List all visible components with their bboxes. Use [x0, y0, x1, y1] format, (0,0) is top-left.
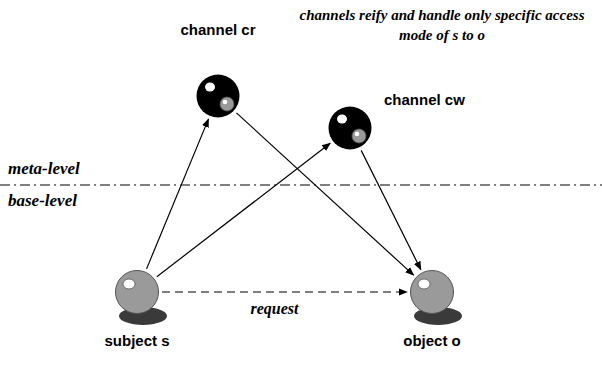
sphere-shape	[410, 270, 454, 314]
entity-sphere: subject s	[115, 270, 159, 314]
node-label: channel cw	[384, 91, 465, 108]
node-label: channel cr	[180, 21, 255, 38]
level-label: base-level	[8, 190, 128, 212]
dash-dot-line	[0, 185, 602, 186]
access-arrow	[157, 143, 330, 276]
edge-label: request	[248, 300, 302, 318]
entity-sphere: object o	[410, 270, 454, 314]
access-arrow	[361, 150, 421, 269]
sphere-shape	[328, 106, 372, 150]
channel-sphere: channel cw	[328, 106, 372, 150]
note-text: channels reify and handle only specific …	[292, 6, 592, 45]
access-arrow	[147, 119, 209, 269]
node-label: object o	[403, 332, 461, 349]
request-arrow	[162, 291, 407, 292]
sphere-shape	[115, 270, 159, 314]
node-label: subject s	[104, 332, 169, 349]
level-label: meta-level	[8, 158, 128, 180]
access-arrow	[236, 113, 413, 275]
sphere-shape	[196, 74, 240, 118]
channel-sphere: channel cr	[196, 74, 240, 118]
